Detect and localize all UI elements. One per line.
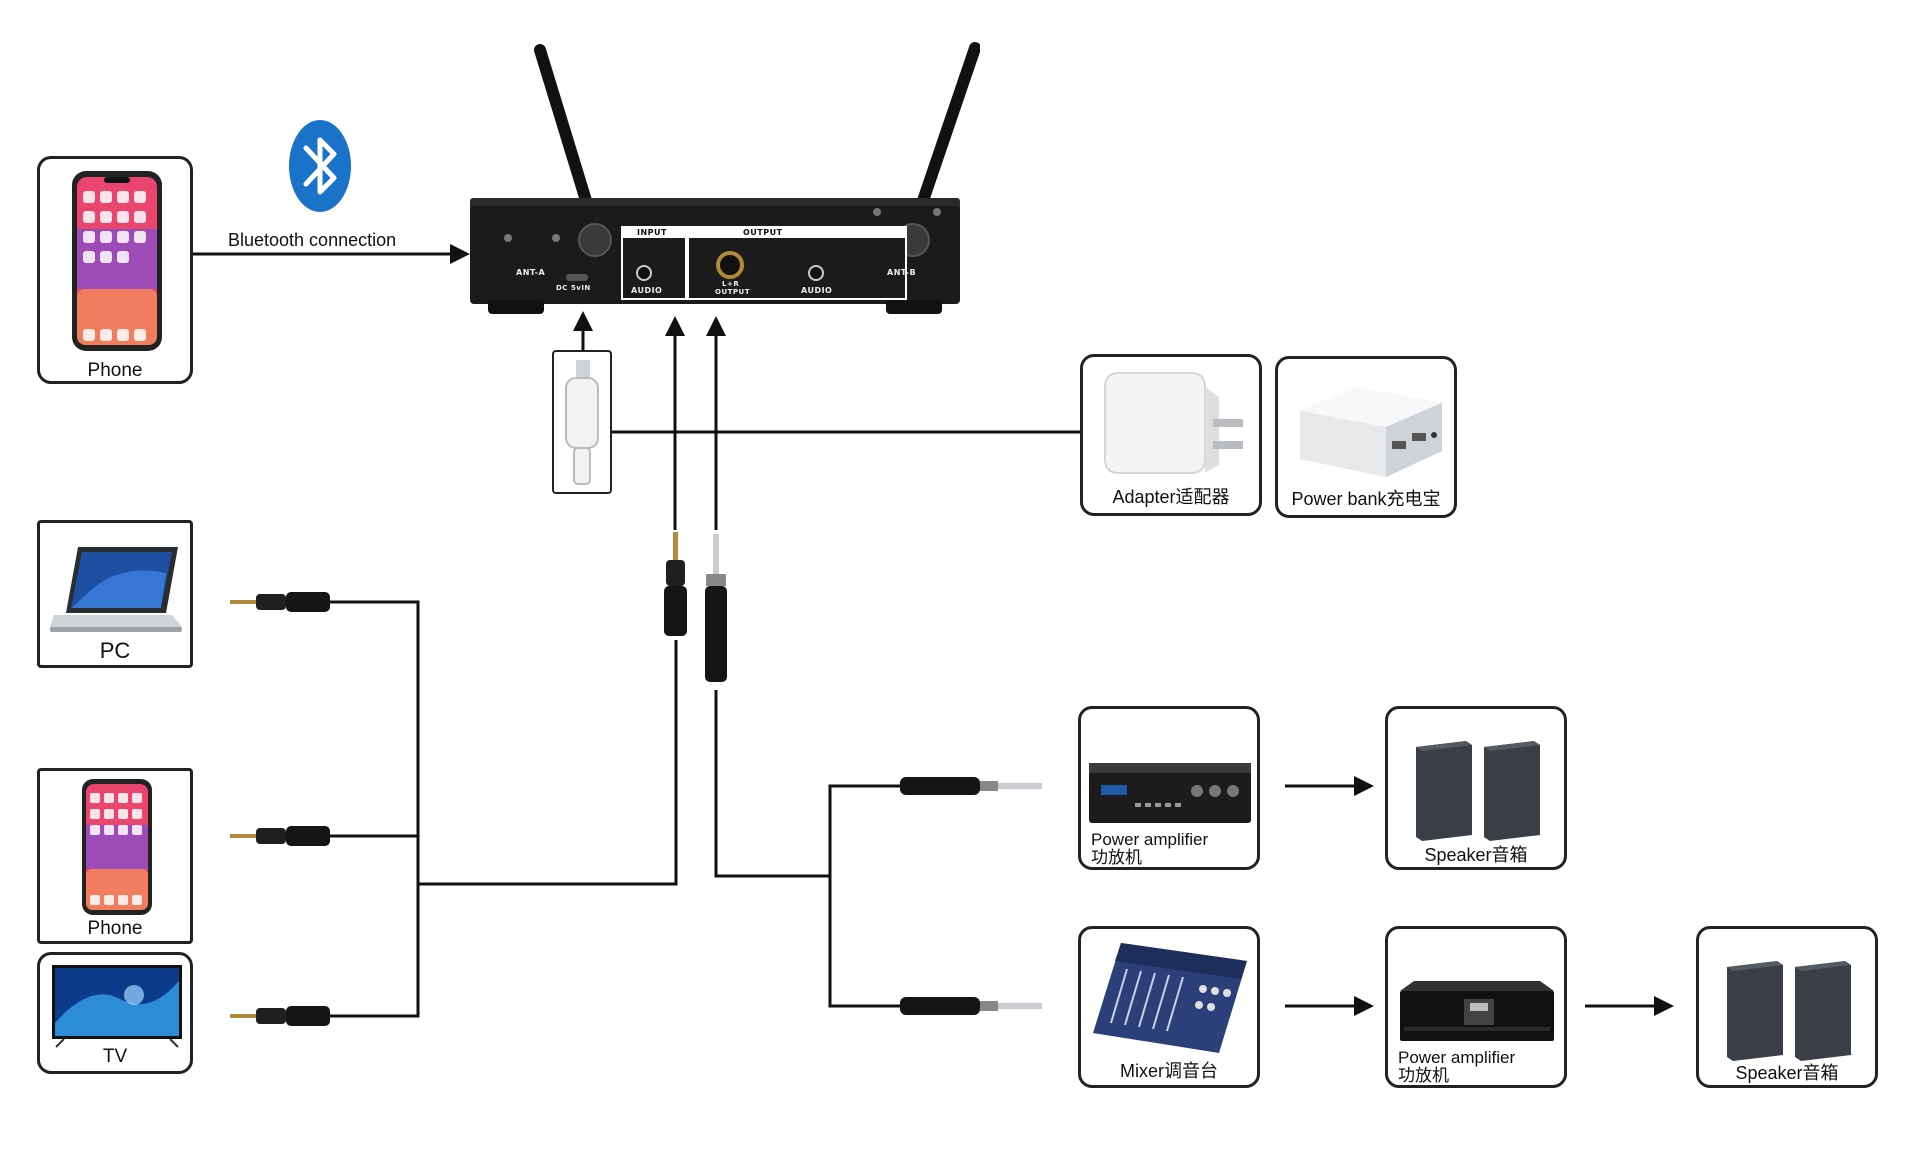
speaker-1-box: Speaker音箱 — [1385, 706, 1567, 870]
output-bus — [828, 784, 900, 1008]
mixer-label: Mixer调音台 — [1120, 1061, 1218, 1081]
source-jacks — [230, 592, 330, 1026]
mixer-box: Mixer调音台 — [1078, 926, 1260, 1088]
usb-plug-icon — [565, 360, 599, 485]
receiver-plugs — [664, 532, 727, 682]
speaker-2-box: Speaker音箱 — [1696, 926, 1878, 1088]
phone-top-label: Phone — [87, 360, 143, 381]
input-header: INPUT — [637, 228, 667, 237]
speaker-2-label: Speaker音箱 — [1735, 1063, 1839, 1083]
amp2-label-line2: 功放机 — [1398, 1066, 1449, 1085]
bluetooth-label: Bluetooth connection — [228, 230, 397, 250]
ant-b-label: ANT-B — [887, 268, 917, 277]
power-bank-icon — [1300, 387, 1442, 477]
phone-icon — [82, 779, 152, 915]
power-amplifier-1-box: Power amplifier 功放机 — [1078, 706, 1260, 870]
usb-cable-box — [552, 350, 612, 494]
pc-label: PC — [99, 638, 131, 663]
adapter-icon — [1104, 372, 1243, 474]
receiver-body — [470, 42, 981, 314]
mixer-icon — [1093, 943, 1247, 1053]
power-bank-label: Power bank充电宝 — [1291, 489, 1441, 509]
output-jacks — [900, 777, 1042, 1015]
source-bus — [330, 600, 420, 1018]
amp2-label-line1: Power amplifier — [1398, 1048, 1516, 1067]
output-header: OUTPUT — [743, 228, 783, 237]
audio-out-label: AUDIO — [801, 286, 833, 295]
phone-bottom-label: Phone — [87, 918, 143, 939]
ant-a-label: ANT-A — [516, 268, 546, 277]
amplifier-icon — [1400, 981, 1554, 1041]
tv-box: TV — [37, 952, 193, 1074]
adapter-box: Adapter适配器 — [1080, 354, 1262, 516]
speaker-1-label: Speaker音箱 — [1424, 845, 1528, 865]
phone-bluetooth-box: Phone — [37, 156, 193, 384]
tv-label: TV — [102, 1046, 128, 1067]
amp1-label-line2: 功放机 — [1091, 848, 1142, 867]
output-trunk — [714, 690, 830, 878]
amplifier-icon — [1089, 763, 1251, 823]
laptop-icon — [50, 547, 182, 632]
power-amplifier-2-box: Power amplifier 功放机 — [1385, 926, 1567, 1088]
audio-in-label: AUDIO — [631, 286, 663, 295]
amp1-label-line1: Power amplifier — [1091, 830, 1209, 849]
phone-source-box: Phone — [37, 768, 193, 944]
lr-output-label-2: OUTPUT — [715, 288, 750, 296]
input-trunk — [418, 640, 678, 886]
adapter-label: Adapter适配器 — [1112, 487, 1230, 507]
receiver-unit: ANT-A ANT-B DC 5vIN INPUT OUTPUT AUDIO L… — [440, 30, 981, 320]
speaker-icon — [1727, 961, 1851, 1061]
speaker-icon — [1416, 741, 1540, 841]
power-bank-box: Power bank充电宝 — [1275, 356, 1457, 518]
dc-in-label: DC 5vIN — [556, 284, 591, 292]
pc-box: PC — [37, 520, 193, 668]
phone-icon — [72, 171, 162, 351]
tv-icon — [52, 965, 182, 1048]
lr-output-label-1: L+R — [722, 280, 740, 288]
bluetooth-icon — [288, 118, 352, 214]
